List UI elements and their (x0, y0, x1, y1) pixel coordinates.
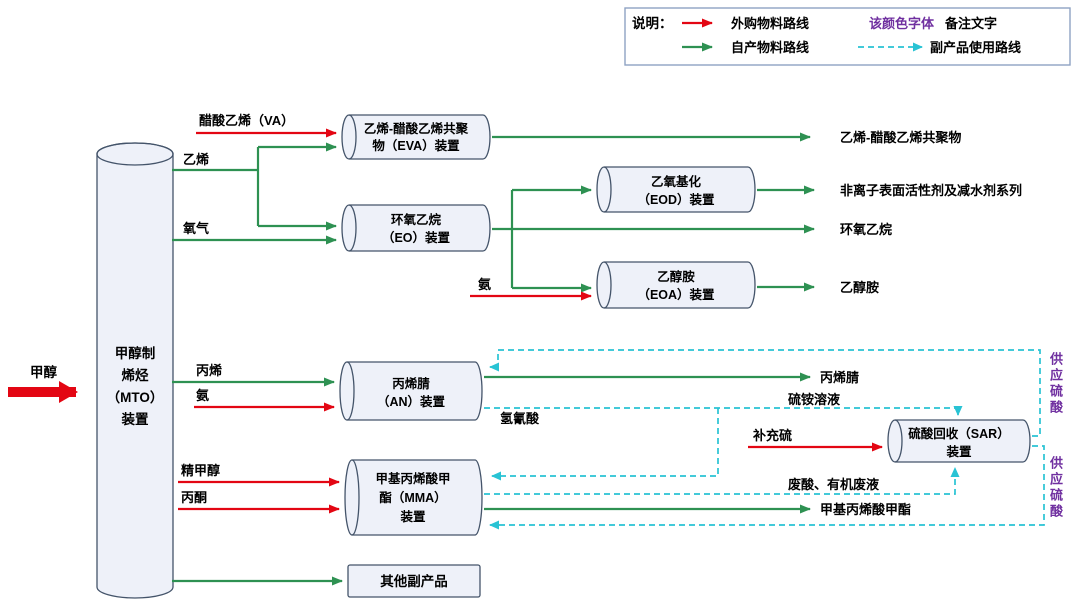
mma-output-label: 甲基丙烯酸甲酯 (820, 502, 911, 517)
acetone-label: 丙酮 (181, 490, 207, 505)
sar-label-1: 硫酸回收（SAR） (908, 426, 1009, 441)
legend-box (624, 7, 1071, 66)
refined-methanol-label: 精甲醇 (181, 463, 220, 478)
eoa-label-1: 乙醇胺 (657, 269, 695, 284)
mto-label-2: 烯烃 (122, 367, 149, 383)
eva-unit-cap (348, 114, 357, 160)
an-unit-shape (339, 361, 483, 421)
legend-self-produced-label: 自产物料路线 (731, 40, 809, 55)
eoa-unit-cap (603, 261, 612, 309)
legend-note-rest-label: 备注文字 (944, 16, 997, 31)
propylene-label: 丙烯 (196, 363, 222, 378)
methanol-label: 甲醇 (30, 364, 57, 380)
hcn-label: 氢氰酸 (500, 411, 540, 426)
sar-label-2: 装置 (945, 444, 972, 459)
va-label: 醋酸乙烯（VA） (199, 113, 294, 128)
an-label-1: 丙烯腈 (392, 376, 430, 391)
eva-label-2: 物（EVA）装置 (372, 138, 460, 153)
eo-output-label: 环氧乙烷 (840, 222, 892, 237)
oxygen-label: 氧气 (182, 221, 209, 236)
sar-unit-cap (894, 419, 903, 463)
byproduct-lines (484, 349, 1045, 530)
mma-unit-cap (351, 459, 360, 536)
supply-acid-to-an-label: 供应硫酸 (1048, 352, 1063, 416)
methanol-feed: 甲醇 (8, 364, 78, 403)
other-byproducts-box: 其他副产品 (347, 564, 481, 598)
mto-label-1: 甲醇制 (115, 345, 156, 361)
mma-label-2: 酯（MMA） (379, 490, 446, 505)
mma-unit-shape (344, 459, 483, 536)
legend: 说明： 外购物料路线 该颜色字体 备注文字 自产物料路线 副产品使用路线 (624, 7, 1071, 66)
ammonium-sulfate-label: 硫铵溶液 (788, 392, 840, 407)
legend-purchased-label: 外购物料路线 (730, 16, 809, 31)
eo-unit: 环氧乙烷 （EO）装置 (341, 204, 491, 252)
hcn-an-to-mma-line (491, 408, 719, 481)
self-produced-lines (172, 132, 815, 586)
an-to-sar-ammonium-sulfate-line (484, 406, 963, 416)
eoa-label-2: （EOA）装置 (637, 287, 715, 302)
legend-title: 说明： (632, 15, 673, 31)
an-unit: 丙烯腈 （AN）装置 (339, 361, 483, 421)
eva-output-label: 乙烯-醋酸乙烯共聚物 (840, 130, 961, 145)
eo-unit-shape (341, 204, 491, 252)
other-byproducts-label: 其他副产品 (380, 573, 448, 589)
sar-supply-acid-to-mma-line (489, 445, 1045, 530)
purchased-lines (178, 128, 883, 514)
eod-unit-shape (596, 166, 756, 213)
mma-label-1: 甲基丙烯酸甲 (375, 471, 450, 486)
mto-unit-top-ellipse (96, 142, 174, 166)
mma-label-3: 装置 (399, 509, 426, 524)
eo-label-1: 环氧乙烷 (391, 212, 442, 227)
eoa-unit-shape (596, 261, 756, 309)
input-labels: 醋酸乙烯（VA） 乙烯 氧气 氨 丙烯 氨 精甲醇 丙酮 补充硫 (181, 113, 792, 505)
eoa-output-label: 乙醇胺 (840, 280, 879, 295)
output-labels: 乙烯-醋酸乙烯共聚物 非离子表面活性剂及减水剂系列 环氧乙烷 乙醇胺 丙烯腈 甲… (820, 130, 1022, 517)
surfactant-output-label: 非离子表面活性剂及减水剂系列 (840, 183, 1022, 198)
eva-label-1: 乙烯-醋酸乙烯共聚 (364, 121, 469, 136)
waste-acid-label: 废酸、有机废液 (788, 477, 879, 492)
sar-unit-shape (887, 419, 1031, 463)
ammonia-eoa-label: 氨 (477, 277, 491, 292)
stream-labels: 氢氰酸 硫铵溶液 废酸、有机废液 (500, 392, 879, 492)
makeup-sulfur-label: 补充硫 (752, 428, 792, 443)
eo-unit-cap (348, 204, 357, 252)
mto-unit: 甲醇制 烯烃 （MTO） 装置 (96, 142, 174, 599)
eva-unit-shape (341, 114, 491, 160)
mma-waste-to-sar-line (484, 467, 960, 495)
an-unit-cap (346, 361, 355, 421)
legend-byproduct-label: 副产品使用路线 (930, 40, 1021, 55)
eod-label-1: 乙氧基化 (651, 174, 702, 189)
eod-unit-cap (603, 166, 612, 213)
mma-unit: 甲基丙烯酸甲 酯（MMA） 装置 (344, 459, 483, 536)
mto-label-4: 装置 (121, 411, 149, 427)
ammonia-an-label: 氨 (195, 388, 209, 403)
sar-supply-acid-to-an-line (489, 349, 1041, 437)
other-byproducts-shape (347, 564, 481, 598)
mto-label-3: （MTO） (107, 390, 164, 405)
eod-unit: 乙氧基化 （EOD）装置 (596, 166, 756, 213)
eod-label-2: （EOD）装置 (637, 192, 715, 207)
supply-acid-to-mma-label: 供应硫酸 (1048, 456, 1063, 520)
eva-unit: 乙烯-醋酸乙烯共聚 物（EVA）装置 (341, 114, 491, 160)
ethylene-label: 乙烯 (183, 152, 209, 167)
eo-label-2: （EO）装置 (382, 230, 451, 245)
eoa-unit: 乙醇胺 （EOA）装置 (596, 261, 756, 309)
an-output-label: 丙烯腈 (820, 370, 859, 385)
an-label-2: （AN）装置 (377, 394, 446, 409)
sar-unit: 硫酸回收（SAR） 装置 (887, 419, 1031, 463)
legend-note-colored-label: 该颜色字体 (869, 16, 935, 31)
